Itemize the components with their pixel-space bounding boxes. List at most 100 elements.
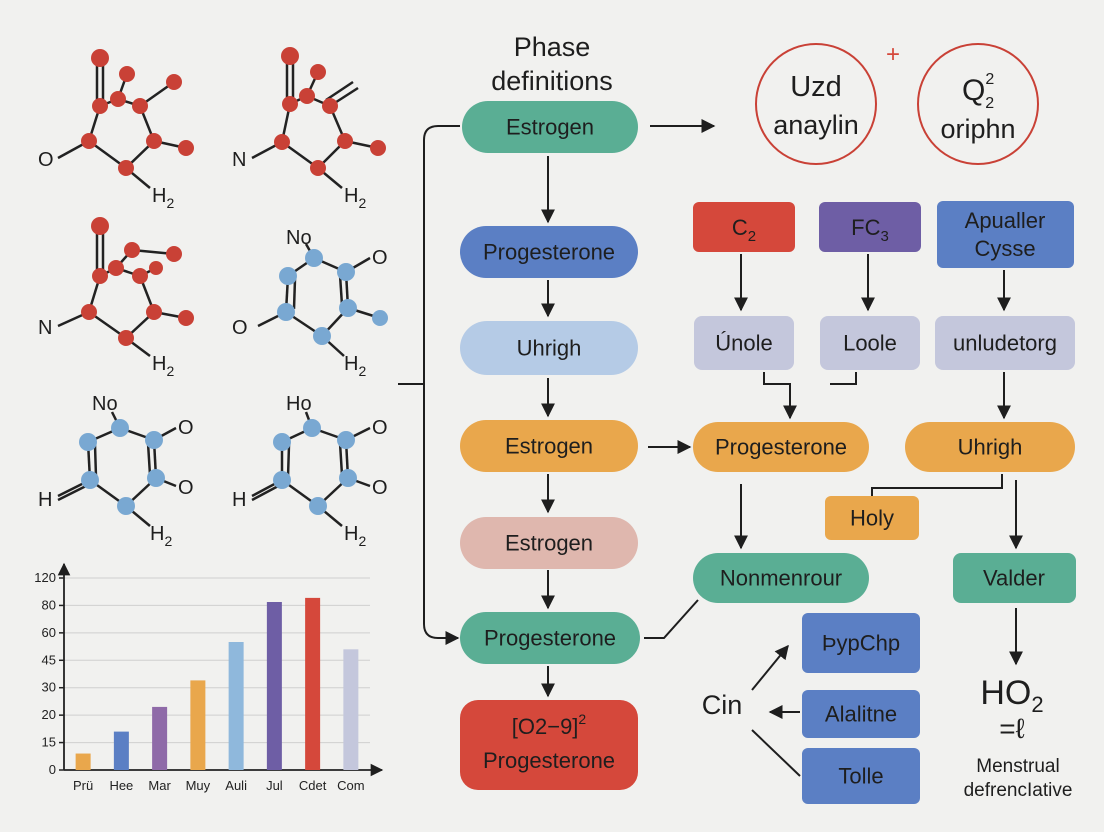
node-holy-label: Holy: [850, 506, 894, 531]
node-unludetorg: unludetorg: [935, 316, 1075, 370]
node-fc3: FC3: [819, 202, 921, 252]
node-bottom-progesterone: [O2−9]2 Progesterone: [460, 700, 638, 790]
plus-sign: +: [886, 41, 900, 68]
chart-ytick-label: 30: [42, 680, 56, 695]
svg-text:Q22: Q2 2: [962, 71, 994, 112]
svg-text:[O2−9]2: [O2−9]2: [512, 711, 587, 739]
menstrual-line-2: defrencIative: [964, 780, 1073, 801]
chart-xtick-label: Auli: [225, 778, 247, 793]
node-nonmenrour: Nonmenrour: [693, 553, 869, 603]
node-fc3-label: FC: [851, 215, 880, 240]
svg-text:H2: H2: [344, 185, 366, 211]
node-apualler: Apualler Cysse: [937, 201, 1074, 268]
menstrual-line-1: Menstrual: [976, 756, 1059, 777]
circle-node-1: Uzd anaylin: [755, 43, 877, 165]
flow-connectors: [398, 119, 1023, 777]
mol6-right-atom-1: O: [372, 417, 388, 439]
node-uhrigh-2-label: Uhrigh: [958, 435, 1023, 460]
node-alalitne-label: Alalitne: [825, 702, 897, 727]
mol4-bottom-atom: H: [344, 353, 358, 375]
chart-ytick-label: 15: [42, 735, 56, 750]
mol5-right-atom-1: O: [178, 417, 194, 439]
chart-ytick-label: 80: [42, 597, 56, 612]
node-valder: Valder: [953, 553, 1076, 603]
chart-bar: [152, 706, 168, 770]
chart-xtick-label: Muy: [186, 778, 211, 793]
node-apualler-line-2: Cysse: [974, 236, 1035, 261]
node-tolle-label: Tolle: [838, 764, 883, 789]
circle-node-2: Q2 2 oriphn: [917, 43, 1039, 165]
circle-2-line-2: oriphn: [940, 114, 1015, 144]
svg-text:H2: H2: [152, 353, 174, 379]
mol6-bottom-sub: 2: [358, 533, 366, 549]
molecule-5: No O O H H2: [38, 393, 194, 549]
node-pypchp: ÞypChp: [802, 613, 920, 673]
circle-2-sup: 2: [985, 71, 994, 88]
mol3-bottom-sub: 2: [166, 363, 174, 379]
node-tolle: Tolle: [802, 748, 920, 804]
link-cin-tolle: [751, 729, 801, 777]
svg-text:H2: H2: [344, 353, 366, 379]
chart-xtick-label: Prü: [73, 778, 93, 793]
node-estrogen-1-label: Estrogen: [506, 115, 594, 140]
node-progesterone-3: Progesterone: [693, 422, 869, 472]
node-progesterone-1: Progesterone: [460, 226, 638, 278]
node-valder-label: Valder: [983, 566, 1045, 591]
mol5-bottom-atom: H: [150, 523, 164, 545]
node-progesterone-2-label: Progesterone: [484, 626, 616, 651]
chart-ytick-label: 45: [42, 652, 56, 667]
mol1-bottom-atom: H: [152, 185, 166, 207]
chart-ytick-label: 60: [42, 625, 56, 640]
cin-label: Cin: [702, 690, 743, 720]
chart-ytick-label: 20: [42, 707, 56, 722]
mol4-top-atom: No: [286, 227, 312, 249]
node-nonmenrour-label: Nonmenrour: [720, 566, 842, 591]
chart-bar: [305, 597, 321, 770]
node-unole-label: Únole: [715, 331, 772, 356]
chart-ytick-label: 120: [34, 570, 56, 585]
mol6-bottom-atom: H: [344, 523, 358, 545]
svg-text:H2: H2: [150, 523, 172, 549]
mol5-left-atom: H: [38, 489, 52, 511]
arrow-cin-pypchp: [751, 644, 789, 691]
node-pypchp-label: ÞypChp: [822, 631, 900, 656]
circle-2-symbol: Q: [962, 74, 985, 107]
node-c2: C2: [693, 202, 795, 252]
svg-text:H2: H2: [344, 523, 366, 549]
node-apualler-line-1: Apualler: [965, 208, 1046, 233]
circle-1-line-1: Uzd: [790, 71, 842, 103]
chart-bar: [343, 649, 359, 770]
node-holy: Holy: [825, 496, 919, 540]
chart-xtick-label: Cdet: [299, 778, 327, 793]
node-loole-label: Loole: [843, 331, 897, 356]
node-estrogen-2-label: Estrogen: [505, 434, 593, 459]
node-fc3-sub: 3: [880, 228, 888, 245]
node-uhrigh-1: Uhrigh: [460, 321, 638, 375]
chart-xtick-label: Mar: [148, 778, 171, 793]
flow-title-line-1: Phase: [514, 32, 591, 62]
mol6-top-atom: Ho: [286, 393, 312, 415]
link-progesterone-nonmenrour: [644, 599, 699, 639]
node-progesterone-3-label: Progesterone: [715, 435, 847, 460]
node-loole: Loole: [820, 316, 920, 370]
svg-text:FC3: FC3: [851, 215, 889, 245]
mol2-bottom-sub: 2: [358, 195, 366, 211]
node-estrogen-3: Estrogen: [460, 517, 638, 569]
circle-2-sub: 2: [985, 95, 994, 112]
chart-bar: [190, 680, 206, 770]
mol4-left-atom: O: [232, 317, 248, 339]
bottom-node-line-2: Progesterone: [483, 748, 615, 773]
node-estrogen-3-label: Estrogen: [505, 531, 593, 556]
mol4-right-atom: O: [372, 247, 388, 269]
molecule-6: Ho O O H H2: [232, 393, 388, 549]
mol6-left-atom: H: [232, 489, 246, 511]
node-progesterone-2: Progesterone: [460, 612, 640, 664]
chart-bar: [75, 753, 91, 770]
mol2-bottom-atom: H: [344, 185, 358, 207]
chart-bar: [113, 731, 129, 770]
svg-text:HO2: HO2: [980, 674, 1043, 717]
mol5-top-atom: No: [92, 393, 118, 415]
